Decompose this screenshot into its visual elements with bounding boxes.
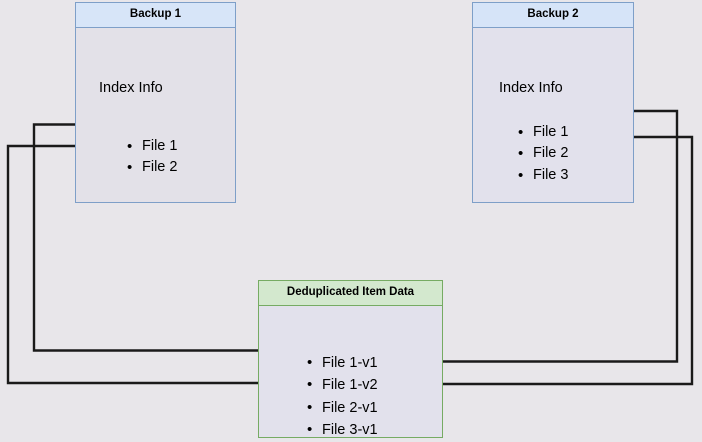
list-item: File 2-v1	[307, 397, 378, 420]
backup-2-file-list: File 1 File 2 File 3	[518, 122, 568, 187]
backup-1-file-list: File 1 File 2	[127, 136, 177, 179]
dedup-file-list: File 1-v1 File 1-v2 File 2-v1 File 3-v1	[307, 352, 378, 442]
box-deduplicated-item-data[interactable]: Deduplicated Item Data File 1-v1 File 1-…	[258, 280, 443, 441]
list-item: File 3	[518, 165, 568, 187]
box-dedup-header: Deduplicated Item Data	[259, 281, 442, 306]
list-item: File 1	[127, 136, 177, 158]
box-backup-1-header: Backup 1	[76, 3, 235, 28]
list-item: File 2	[518, 143, 568, 165]
box-backup-1-body: Index Info File 1 File 2	[76, 28, 235, 203]
backup-1-index-info-label: Index Info	[99, 79, 163, 96]
list-item: File 1-v1	[307, 352, 378, 375]
list-item: File 3-v1	[307, 419, 378, 442]
box-backup-2-body: Index Info File 1 File 2 File 3	[473, 28, 633, 203]
backup-2-index-info-label: Index Info	[499, 79, 563, 96]
box-dedup-body: File 1-v1 File 1-v2 File 2-v1 File 3-v1	[259, 306, 442, 441]
box-backup-2[interactable]: Backup 2 Index Info File 1 File 2 File 3	[472, 2, 634, 203]
list-item: File 2	[127, 157, 177, 179]
box-backup-1[interactable]: Backup 1 Index Info File 1 File 2	[75, 2, 236, 203]
list-item: File 1	[518, 122, 568, 144]
box-backup-2-header: Backup 2	[473, 3, 633, 28]
list-item: File 1-v2	[307, 374, 378, 397]
